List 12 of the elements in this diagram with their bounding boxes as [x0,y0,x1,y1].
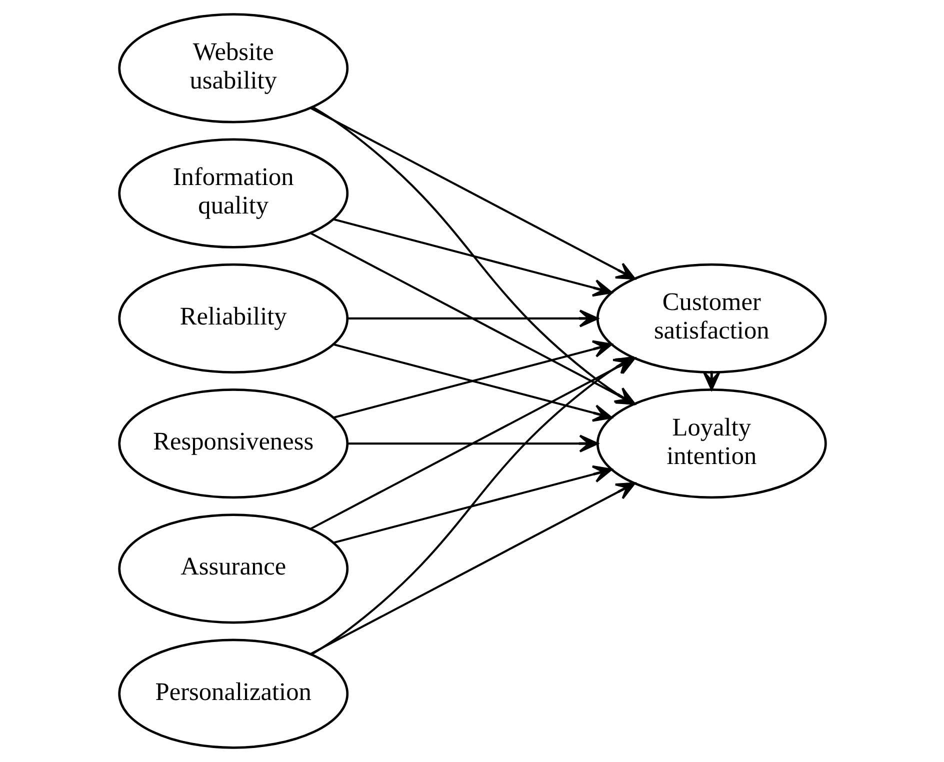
arrow [310,482,636,655]
node-ellipse: Responsiveness [118,388,348,499]
arrow [347,434,598,452]
arrow [347,310,598,328]
arrow [332,218,612,297]
node-ellipse: Information quality [118,138,348,248]
arrow [332,465,612,544]
node-ellipse: Website usability [118,13,348,124]
node-ellipse: Reliability [118,263,348,374]
node-ellipse: Personalization [118,638,348,749]
node-ellipse: Assurance [118,514,348,624]
arrow [310,107,636,280]
